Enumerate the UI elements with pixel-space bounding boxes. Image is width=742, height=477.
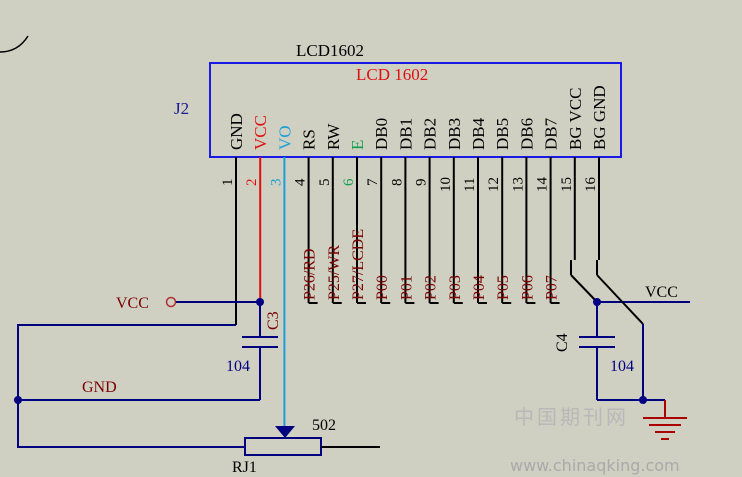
pin-number: 5 xyxy=(317,179,333,187)
pin-number: 9 xyxy=(414,179,430,187)
left-power-wiring: VCC C3 104 GND 502 RJ1 xyxy=(14,295,380,476)
net-label: P03 xyxy=(447,275,464,300)
net-label: P05 xyxy=(495,275,512,300)
net-label: P06 xyxy=(519,275,536,300)
pin-number: 7 xyxy=(365,178,381,186)
corner-arc xyxy=(0,35,29,53)
component-designator: J2 xyxy=(174,99,189,118)
pin-number: 15 xyxy=(559,177,575,192)
pin-name: DB4 xyxy=(469,117,488,150)
right-backlight-wiring: VCC C4 104 xyxy=(554,260,690,440)
net-label: P02 xyxy=(423,275,440,300)
pot-name: RJ1 xyxy=(232,459,257,476)
pin-number: 12 xyxy=(486,177,502,192)
lcd-component-box xyxy=(209,62,622,158)
pin-name: DB2 xyxy=(421,118,440,150)
net-label: P04 xyxy=(471,275,488,300)
pin-name: BG VCC xyxy=(566,87,585,150)
pin-number: 13 xyxy=(510,177,526,192)
watermark-url: www.chinaqking.com xyxy=(510,456,680,475)
pin-number: 4 xyxy=(293,178,309,186)
pin-name: RS xyxy=(300,129,319,150)
c4-name: C4 xyxy=(554,333,571,352)
net-label: P26/RD xyxy=(302,248,319,300)
pin-number: 8 xyxy=(389,179,405,187)
pin-name: DB3 xyxy=(445,118,464,150)
pin-number: 6 xyxy=(341,178,357,186)
net-label: P27/LCDE xyxy=(350,229,367,300)
pin-name: E xyxy=(348,140,367,150)
net-label: P01 xyxy=(398,275,415,300)
junction-dot xyxy=(639,396,647,404)
pin-number: 2 xyxy=(244,179,260,187)
potentiometer-body xyxy=(244,437,322,456)
pin-number: 10 xyxy=(438,177,454,192)
pin-name: VCC xyxy=(251,115,270,150)
pin-name: DB5 xyxy=(493,118,512,150)
vcc-left-label: VCC xyxy=(116,295,149,312)
vcc-right-label: VCC xyxy=(645,284,678,301)
net-label: P00 xyxy=(374,275,391,300)
c3-name: C3 xyxy=(265,311,282,330)
pin-number: 3 xyxy=(268,179,284,187)
pin-name: GND xyxy=(227,113,246,150)
junction-dot xyxy=(14,396,22,404)
watermark-cn: 中国期刊网 xyxy=(514,405,629,429)
pin-name: BG GND xyxy=(590,85,609,150)
pin-name: DB1 xyxy=(396,118,415,150)
net-label: P25/WR xyxy=(326,245,343,300)
pin-name: DB6 xyxy=(517,118,536,150)
gnd-label: GND xyxy=(82,379,117,396)
pin-name: DB0 xyxy=(372,118,391,150)
vcc-left-terminal xyxy=(165,296,177,308)
net-label: P07 xyxy=(544,275,561,300)
c3-value: 104 xyxy=(226,358,250,375)
c4-value: 104 xyxy=(610,358,634,375)
pin-name: DB7 xyxy=(542,117,561,150)
potentiometer-wiper-arrow xyxy=(275,426,295,438)
pot-value: 502 xyxy=(312,417,336,434)
component-title: LCD1602 xyxy=(296,41,364,60)
ground-symbol xyxy=(643,400,687,440)
pin-name: RW xyxy=(324,123,343,150)
pin-number: 1 xyxy=(220,179,236,187)
junction-dot xyxy=(593,298,601,306)
pin-number: 14 xyxy=(535,177,551,193)
component-inner-label: LCD 1602 xyxy=(356,65,428,84)
pin-number: 16 xyxy=(583,177,599,193)
pin-number: 11 xyxy=(462,178,478,192)
pin-name: VO xyxy=(275,125,294,150)
